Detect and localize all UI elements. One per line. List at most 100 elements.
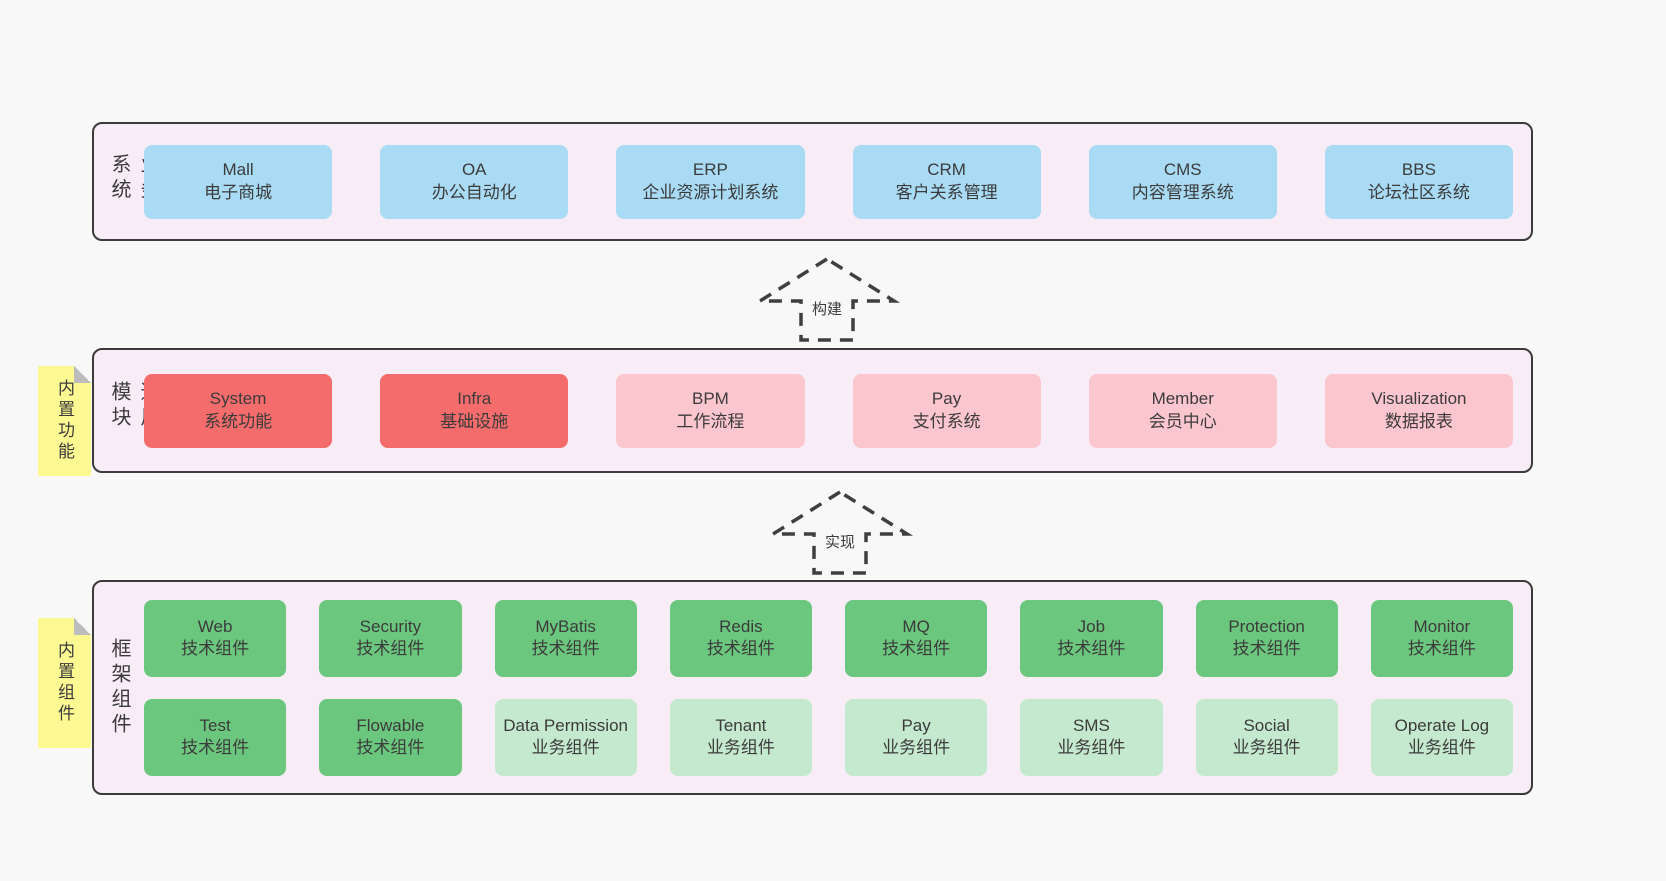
node-subtitle: 支付系统 xyxy=(912,411,981,431)
node-tenant: Tenant 业务组件 xyxy=(669,698,812,776)
node-title: Test xyxy=(199,716,231,736)
implement-arrow: 实现 xyxy=(765,489,915,575)
node-social: Social 业务组件 xyxy=(1195,698,1338,776)
node-flowable: Flowable 技术组件 xyxy=(319,698,462,776)
node-subtitle: 论坛社区系统 xyxy=(1367,182,1470,202)
node-protection: Protection 技术组件 xyxy=(1195,599,1338,677)
node-system: System 系统功能 xyxy=(144,373,333,448)
node-title: Mall xyxy=(222,160,254,180)
node-title: System xyxy=(209,389,267,409)
node-oa: OA 办公自动化 xyxy=(380,144,569,219)
node-subtitle: 技术组件 xyxy=(181,738,250,757)
node-subtitle: 技术组件 xyxy=(356,639,425,658)
modules-boxes-row: System 系统功能 Infra 基础设施 BPM 工作流程 Pay 支付系统… xyxy=(144,373,1513,448)
folded-corner-icon xyxy=(74,618,91,635)
build-arrow-label: 构建 xyxy=(808,298,846,319)
node-sms: SMS 业务组件 xyxy=(1020,698,1163,776)
node-subtitle: 基础设施 xyxy=(440,411,509,431)
sticky-note-builtin-components: 内置组件 xyxy=(38,618,91,748)
node-subtitle: 办公自动化 xyxy=(431,182,517,202)
node-title: MQ xyxy=(902,617,930,637)
node-subtitle: 业务组件 xyxy=(882,738,951,757)
node-subtitle: 技术组件 xyxy=(531,639,600,658)
node-bbs: BBS 论坛社区系统 xyxy=(1324,144,1513,219)
node-bpm: BPM 工作流程 xyxy=(616,373,805,448)
node-subtitle: 客户关系管理 xyxy=(895,182,998,202)
node-subtitle: 数据报表 xyxy=(1384,411,1453,431)
sticky-label: 内置功能 xyxy=(55,379,74,463)
node-subtitle: 技术组件 xyxy=(181,639,250,658)
node-subtitle: 业务组件 xyxy=(1407,738,1476,757)
node-subtitle: 业务组件 xyxy=(706,738,775,757)
node-title: BPM xyxy=(691,389,729,409)
node-data-permission: Data Permission 业务组件 xyxy=(494,698,637,776)
node-redis: Redis 技术组件 xyxy=(669,599,812,677)
sticky-note-builtin-functions: 内置功能 xyxy=(38,366,91,476)
node-subtitle: 会员中心 xyxy=(1148,411,1217,431)
node-infra: Infra 基础设施 xyxy=(380,373,569,448)
node-title: CRM xyxy=(927,160,966,180)
common-modules-panel: 通用模块 System 系统功能 Infra 基础设施 BPM 工作流程 Pay… xyxy=(92,348,1533,473)
node-subtitle: 技术组件 xyxy=(356,738,425,757)
node-operate-log: Operate Log 业务组件 xyxy=(1370,698,1513,776)
node-title: Pay xyxy=(901,716,931,736)
business-boxes-row: Mall 电子商城 OA 办公自动化 ERP 企业资源计划系统 CRM 客户关系… xyxy=(144,144,1513,219)
node-visualization: Visualization 数据报表 xyxy=(1324,373,1513,448)
node-subtitle: 技术组件 xyxy=(882,639,951,658)
implement-arrow-label: 实现 xyxy=(821,531,859,552)
node-title: Redis xyxy=(719,617,763,637)
build-arrow: 构建 xyxy=(752,256,902,342)
node-mq: MQ 技术组件 xyxy=(845,599,988,677)
sticky-label: 内置组件 xyxy=(55,641,74,725)
up-arrow-dashed-icon xyxy=(766,489,914,575)
node-test: Test 技术组件 xyxy=(144,698,287,776)
node-cms: CMS 内容管理系统 xyxy=(1088,144,1277,219)
node-pay-module: Pay 支付系统 xyxy=(852,373,1041,448)
framework-boxes-grid: Web 技术组件 Security 技术组件 MyBatis 技术组件 Redi… xyxy=(144,599,1513,776)
node-monitor: Monitor 技术组件 xyxy=(1370,599,1513,677)
node-title: MyBatis xyxy=(535,617,596,637)
node-subtitle: 技术组件 xyxy=(1407,639,1476,658)
node-mall: Mall 电子商城 xyxy=(144,144,333,219)
node-subtitle: 技术组件 xyxy=(1232,639,1301,658)
node-mybatis: MyBatis 技术组件 xyxy=(494,599,637,677)
framework-components-panel: 框架组件 Web 技术组件 Security 技术组件 MyBatis 技术组件… xyxy=(92,580,1533,795)
node-pay-component: Pay 业务组件 xyxy=(845,698,988,776)
up-arrow-dashed-icon xyxy=(753,256,901,342)
node-title: Member xyxy=(1151,389,1214,409)
node-subtitle: 业务组件 xyxy=(531,738,600,757)
folded-corner-icon xyxy=(74,366,91,383)
node-subtitle: 业务组件 xyxy=(1232,738,1301,757)
node-title: BBS xyxy=(1401,160,1436,180)
node-title: Social xyxy=(1243,716,1290,736)
node-crm: CRM 客户关系管理 xyxy=(852,144,1041,219)
panel-label-framework: 框架组件 xyxy=(108,637,130,738)
node-job: Job 技术组件 xyxy=(1020,599,1163,677)
node-title: CMS xyxy=(1163,160,1202,180)
node-title: Protection xyxy=(1228,617,1305,637)
node-title: Web xyxy=(197,617,233,637)
node-title: Flowable xyxy=(356,716,425,736)
node-web: Web 技术组件 xyxy=(144,599,287,677)
node-title: Pay xyxy=(931,389,962,409)
node-member: Member 会员中心 xyxy=(1088,373,1277,448)
business-systems-panel: 业务系统 Mall 电子商城 OA 办公自动化 ERP 企业资源计划系统 CRM… xyxy=(92,122,1533,241)
node-subtitle: 内容管理系统 xyxy=(1131,182,1234,202)
node-title: ERP xyxy=(692,160,728,180)
node-subtitle: 电子商城 xyxy=(204,182,273,202)
node-title: Monitor xyxy=(1413,617,1471,637)
node-title: Infra xyxy=(457,389,492,409)
node-title: Visualization xyxy=(1371,389,1467,409)
node-title: Security xyxy=(359,617,422,637)
node-subtitle: 业务组件 xyxy=(1057,738,1126,757)
node-subtitle: 技术组件 xyxy=(706,639,775,658)
node-title: Data Permission xyxy=(503,716,628,736)
node-subtitle: 工作流程 xyxy=(676,411,745,431)
node-title: Tenant xyxy=(715,716,767,736)
node-title: OA xyxy=(461,160,487,180)
node-title: Job xyxy=(1077,617,1106,637)
node-erp: ERP 企业资源计划系统 xyxy=(616,144,805,219)
node-title: SMS xyxy=(1072,716,1110,736)
node-title: Operate Log xyxy=(1394,716,1490,736)
